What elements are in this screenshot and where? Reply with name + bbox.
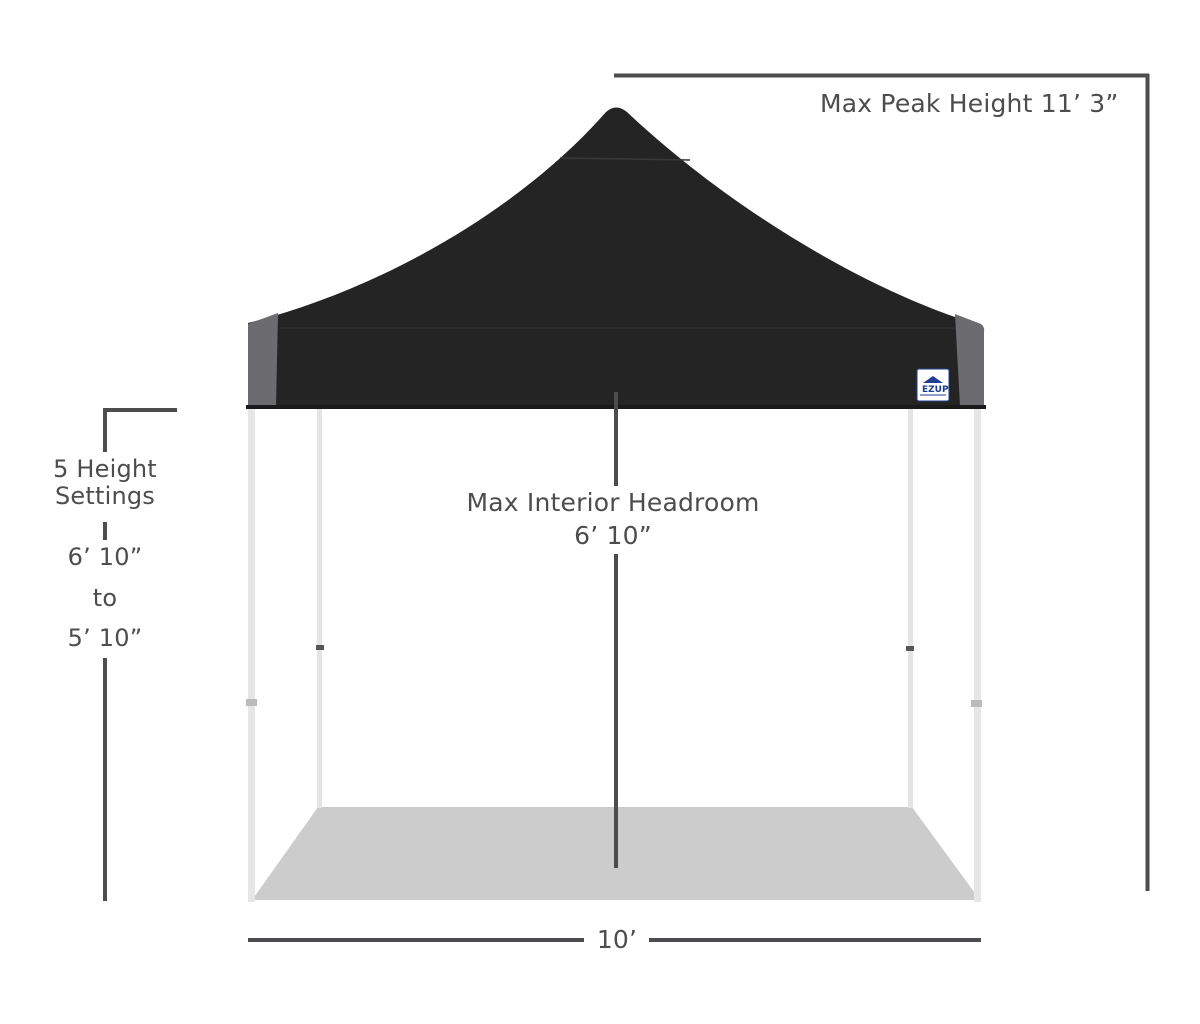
height-range-to: to — [40, 584, 170, 612]
height-settings-line1: 5 Height — [53, 455, 157, 483]
height-range-low: 5’ 10” — [40, 624, 170, 652]
headroom-title: Max Interior Headroom — [466, 488, 760, 517]
width-label: 10’ — [585, 926, 649, 954]
height-settings-dimension-line — [103, 408, 177, 901]
peak-height-dimension-line — [614, 73, 1150, 891]
frame-leg-back-right — [908, 408, 913, 808]
ezup-logo-badge: EZUP — [916, 368, 950, 402]
canopy-seam — [559, 157, 691, 161]
leg-adjuster-front-right — [971, 700, 982, 707]
height-settings-title: 5 Height Settings — [20, 456, 190, 510]
height-range-high: 6’ 10” — [40, 543, 170, 571]
peak-height-label: Max Peak Height 11’ 3” — [820, 89, 1119, 118]
valance-side-left — [248, 313, 278, 406]
leg-adjuster-front-left — [246, 699, 257, 706]
frame-leg-back-left — [317, 408, 322, 808]
leg-adjuster-back-left — [316, 645, 324, 650]
frame-leg-front-left — [248, 408, 255, 902]
canopy-roof — [248, 107, 983, 408]
frame-leg-front-right — [974, 408, 981, 902]
house-roof-icon — [923, 376, 943, 383]
ezup-logo-text: EZUP — [922, 385, 949, 395]
headroom-value: 6’ 10” — [530, 522, 696, 550]
height-settings-line2: Settings — [54, 482, 156, 510]
leg-adjuster-back-right — [906, 646, 914, 651]
valance-side-right — [955, 314, 985, 406]
